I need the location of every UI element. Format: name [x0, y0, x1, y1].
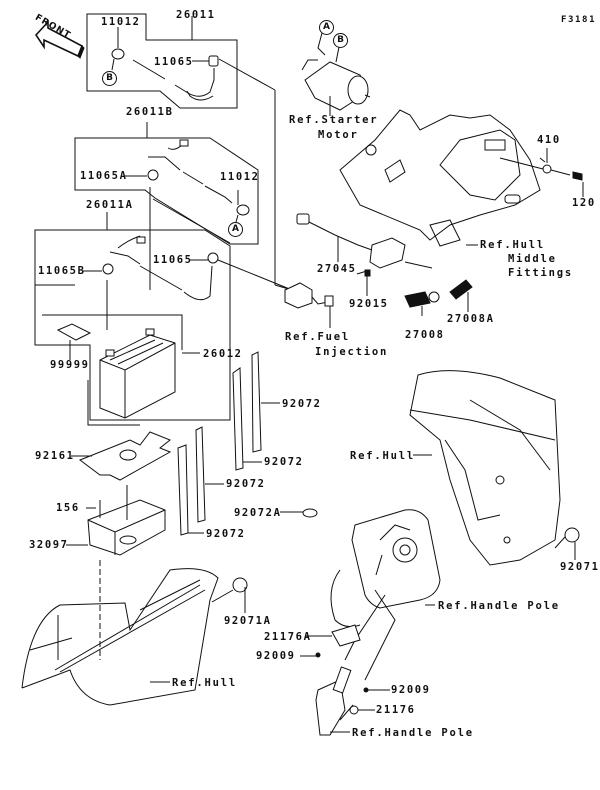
- part-label-92015[interactable]: 92015: [349, 298, 389, 310]
- part-label-92072-c[interactable]: 92072: [226, 478, 266, 490]
- part-label-27008A[interactable]: 27008A: [447, 313, 495, 325]
- ref-hull-middle-line2: Middle: [508, 253, 557, 265]
- handle-pole-plate-icon: [351, 509, 441, 609]
- ref-fuel-injection-line1: Ref.Fuel: [285, 331, 350, 343]
- strap-92072-icons: [177, 351, 262, 536]
- part-label-21176A[interactable]: 21176A: [264, 631, 312, 643]
- battery-box-32097-icon: [87, 499, 166, 556]
- circle-ref-b-top: B: [102, 71, 117, 86]
- battery-26012-icon: [99, 328, 176, 419]
- key-27008-icon: [404, 291, 431, 308]
- ref-hull-bottom: Ref.Hull: [172, 677, 237, 689]
- part-label-26011A[interactable]: 26011A: [86, 199, 134, 211]
- group-outline-26011: [86, 13, 238, 109]
- ref-starter-motor-line2: Motor: [318, 129, 359, 141]
- part-label-92072-d[interactable]: 92072: [206, 528, 246, 540]
- circle-ref-b-starter: B: [333, 33, 348, 48]
- part-label-11012-top[interactable]: 11012: [101, 16, 141, 28]
- part-label-92009-b[interactable]: 92009: [391, 684, 431, 696]
- part-label-11012-mid[interactable]: 11012: [220, 171, 260, 183]
- part-label-26012[interactable]: 26012: [203, 348, 243, 360]
- part-label-26011B[interactable]: 26011B: [126, 106, 174, 118]
- ref-hull-middle-line3: Fittings: [508, 267, 573, 279]
- ref-handle-pole-2: Ref.Handle Pole: [352, 727, 474, 739]
- part-label-26011[interactable]: 26011: [176, 9, 216, 21]
- part-label-92071[interactable]: 92071: [560, 561, 600, 573]
- part-label-92072-a[interactable]: 92072: [282, 398, 322, 410]
- part-label-92072-b[interactable]: 92072: [264, 456, 304, 468]
- group-outline-26011A: [34, 229, 231, 421]
- part-label-11065-top[interactable]: 11065: [154, 56, 194, 68]
- ref-starter-motor-line1: Ref.Starter: [289, 114, 379, 126]
- part-label-120[interactable]: 120: [572, 197, 596, 209]
- group-outline-26011B: [74, 137, 259, 245]
- circle-ref-a-starter: A: [319, 20, 334, 35]
- front-arrow-icon: [34, 19, 85, 59]
- part-label-99999[interactable]: 99999: [50, 359, 90, 371]
- part-label-410[interactable]: 410: [537, 134, 561, 146]
- part-label-92009-a[interactable]: 92009: [256, 650, 296, 662]
- circle-ref-a-mid: A: [228, 222, 243, 237]
- key-27008A-icon: [449, 279, 473, 300]
- hull-middle-fittings-icon: [339, 109, 541, 247]
- sensor-27045-icon: [296, 213, 406, 269]
- hull-bottom-icon: [21, 568, 219, 706]
- starter-motor-icon: [301, 59, 371, 111]
- part-label-32097[interactable]: 32097: [29, 539, 69, 551]
- part-label-27045[interactable]: 27045: [317, 263, 357, 275]
- part-label-27008[interactable]: 27008: [405, 329, 445, 341]
- fuel-injection-relay-icon: [284, 282, 334, 309]
- ref-hull-middle-line1: Ref.Hull: [480, 239, 545, 251]
- part-label-11065-mid[interactable]: 11065: [153, 254, 193, 266]
- handle-pole-lower-icon: [315, 666, 352, 736]
- part-label-92072A[interactable]: 92072A: [234, 507, 282, 519]
- part-label-92071A[interactable]: 92071A: [224, 615, 272, 627]
- part-label-11065A[interactable]: 11065A: [80, 170, 128, 182]
- boot-11012-top-icon: [111, 48, 125, 60]
- part-label-21176[interactable]: 21176: [376, 704, 416, 716]
- part-label-11065B[interactable]: 11065B: [38, 265, 86, 277]
- figure-code: F3181: [561, 15, 597, 25]
- hull-right-icon: [409, 370, 561, 566]
- ref-fuel-injection-line2: Injection: [315, 346, 389, 358]
- ref-handle-pole-1: Ref.Handle Pole: [438, 600, 560, 612]
- part-label-156[interactable]: 156: [56, 502, 80, 514]
- part-label-92161[interactable]: 92161: [35, 450, 75, 462]
- ref-hull-right: Ref.Hull: [350, 450, 415, 462]
